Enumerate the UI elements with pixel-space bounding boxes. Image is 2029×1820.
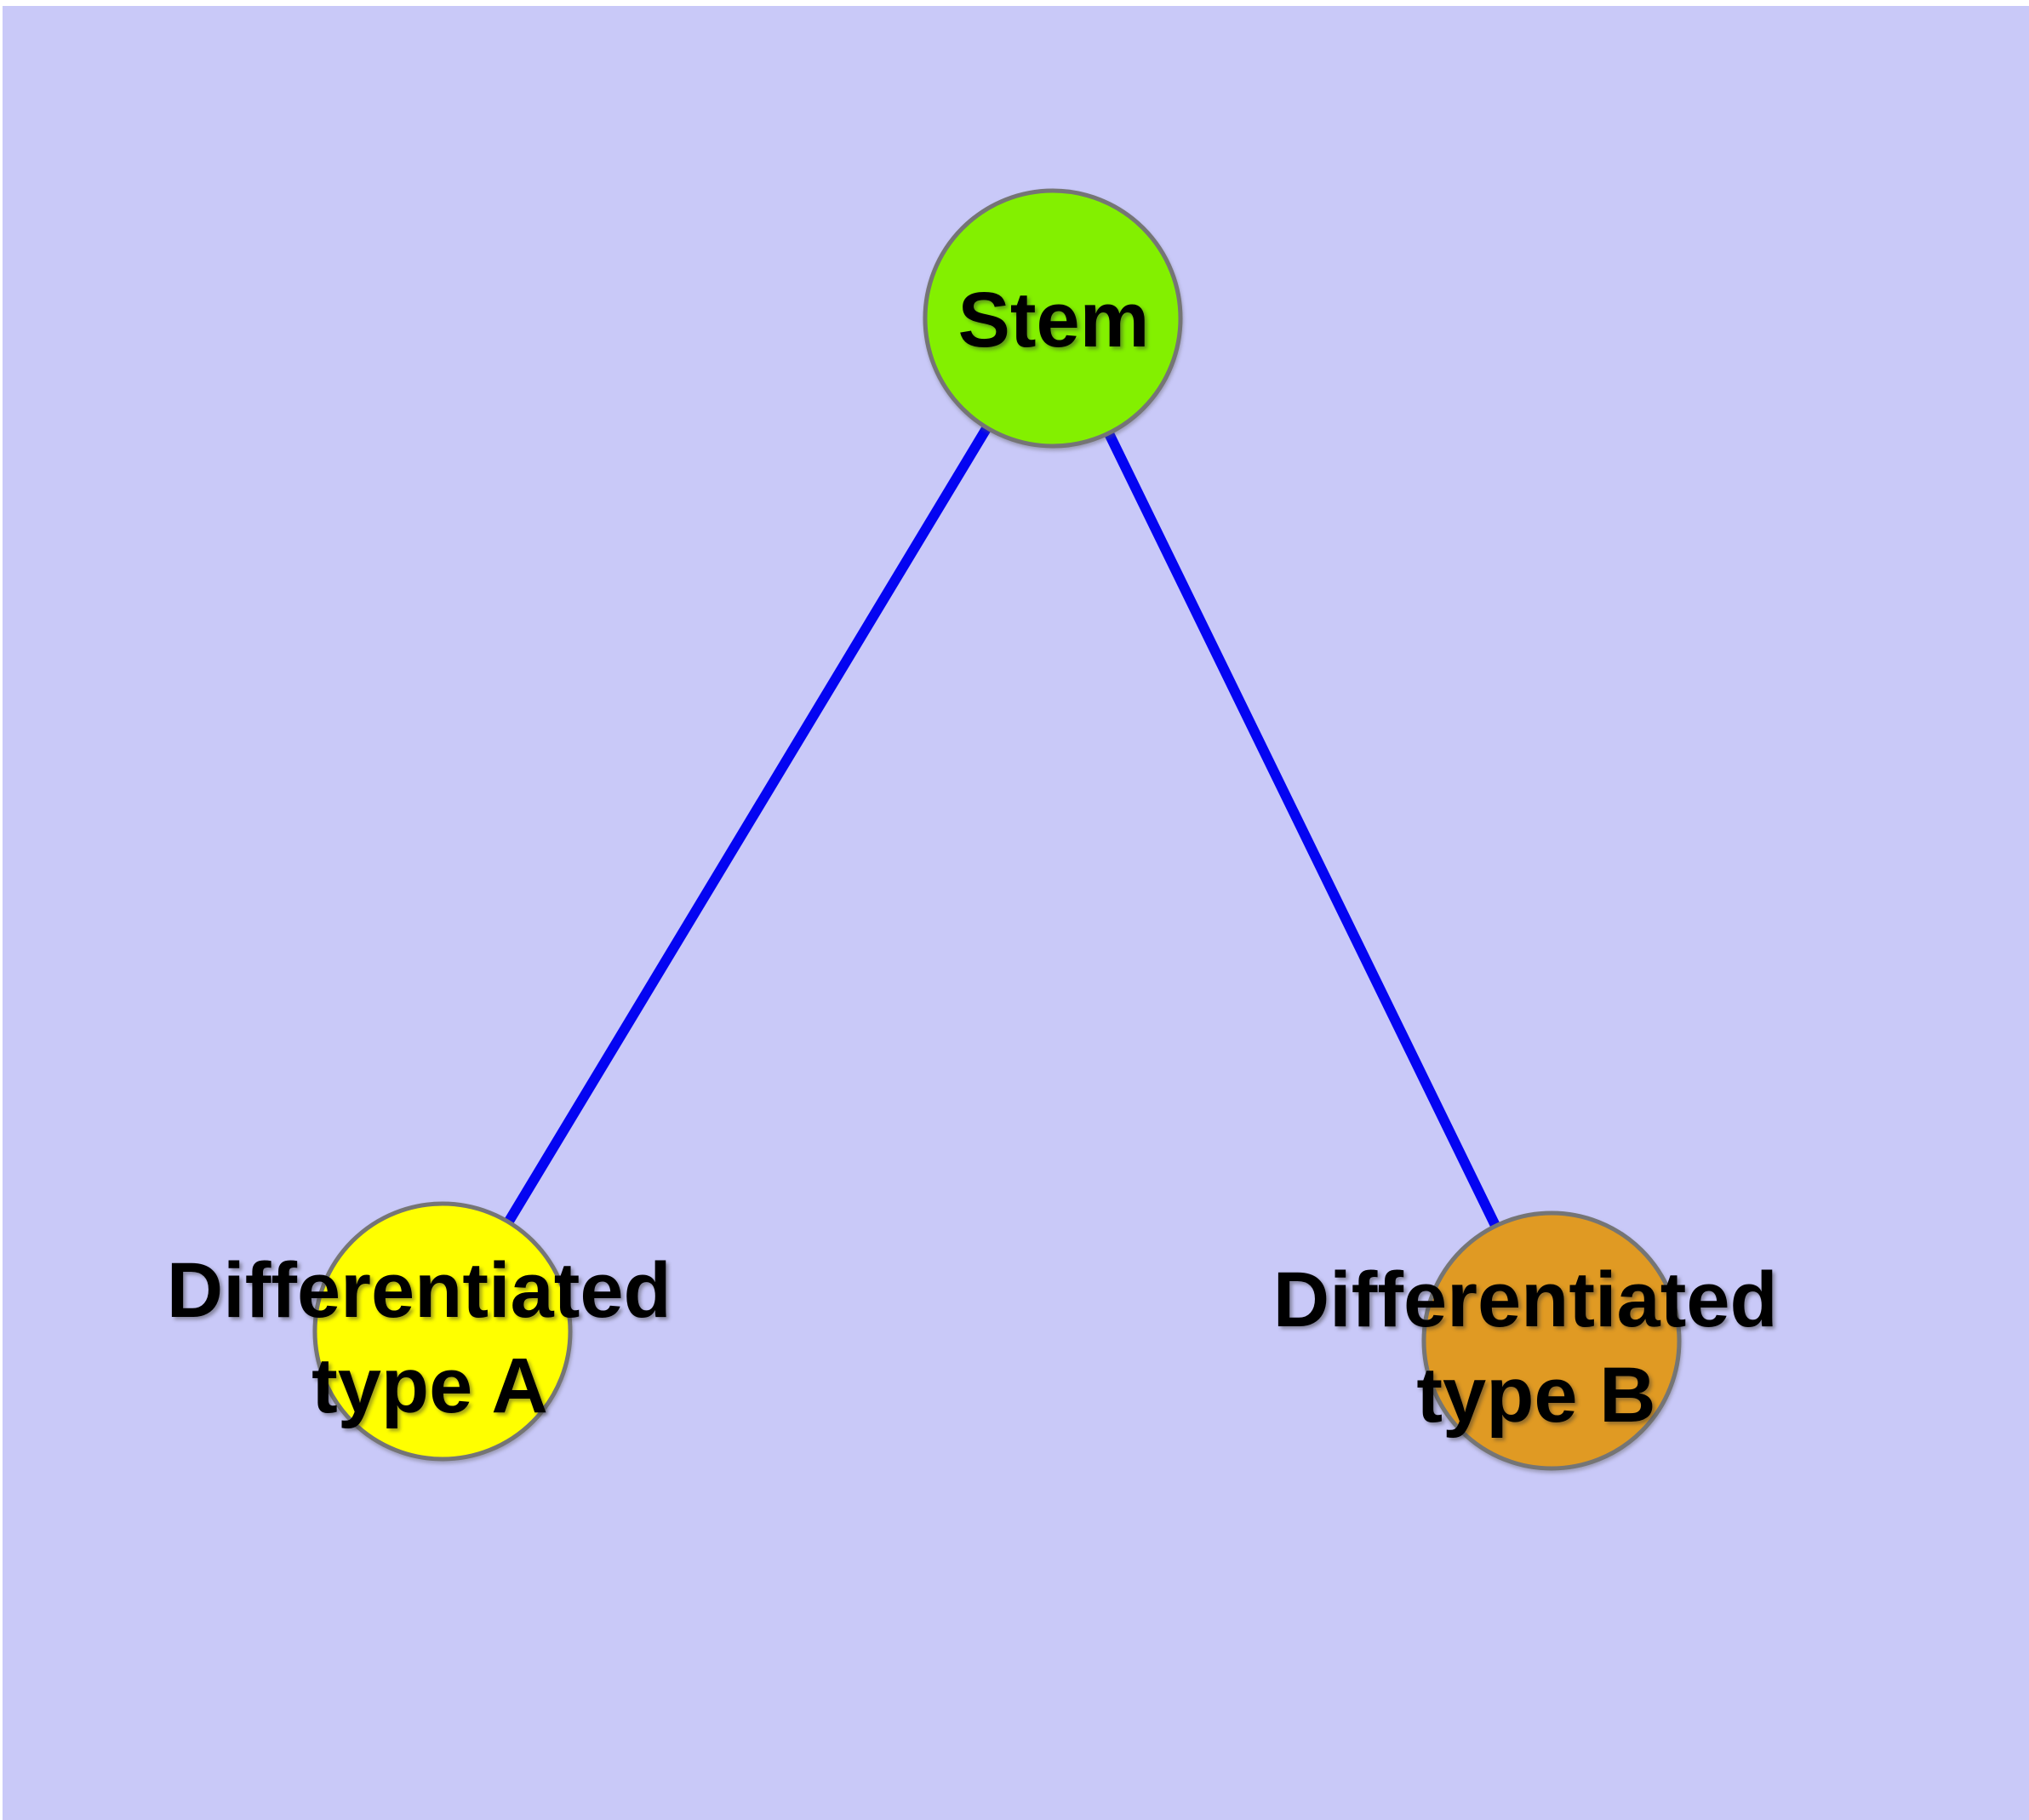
node-stem <box>923 188 1183 449</box>
edge-stem-to-type-a <box>437 315 1058 1335</box>
node-label-stem: Stem <box>958 277 1150 363</box>
node-label-differentiated-type-b-line1: Differentiated <box>1273 1256 1778 1343</box>
node-label-differentiated-type-a-line1: Differentiated <box>167 1247 672 1334</box>
node-differentiated-type-a <box>312 1201 573 1462</box>
node-differentiated-type-b <box>1421 1210 1682 1471</box>
edge-stem-to-type-b <box>1048 316 1557 1343</box>
node-label-differentiated-type-a: Differentiated type A <box>167 1247 694 1429</box>
node-label-differentiated-type-a-line2: type A <box>311 1342 548 1429</box>
node-label-differentiated-type-b: Differentiated type B <box>1273 1256 1800 1439</box>
node-label-differentiated-type-b-line2: type B <box>1416 1352 1655 1439</box>
